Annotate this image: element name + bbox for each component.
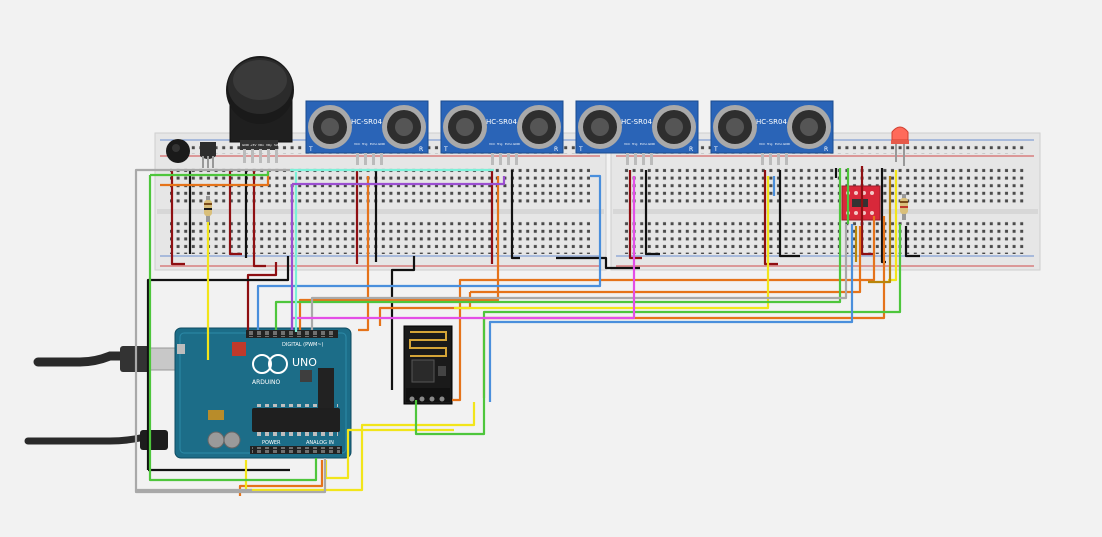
sensor3-pin-echo: Echo [640, 142, 647, 146]
joystick-pin-vrx: VRx [258, 143, 264, 147]
sensor-t-label: T [443, 146, 448, 153]
sensor3-pin-vcc: VCC [624, 142, 630, 146]
sensor1-pin-gnd: GND [378, 142, 386, 146]
usb-cable [33, 346, 181, 372]
breadboard-right [610, 132, 1041, 271]
sensor-model-label: HC-SR04 [351, 118, 382, 126]
joystick-pin-5v: +5V [250, 143, 257, 147]
joystick-pin-gnd: GND [242, 143, 250, 147]
sensor3-pin-gnd: GND [648, 142, 656, 146]
joystick-pin-vry: VRy [266, 143, 272, 147]
joystick-module [226, 56, 294, 163]
arduino-power-label: POWER [262, 440, 281, 446]
ultrasonic-sensor-3: HC-SR04 T R [575, 100, 699, 165]
wires [134, 166, 920, 496]
sensor-model-label: HC-SR04 [756, 118, 787, 126]
sensor2-pin-echo: Echo [505, 142, 512, 146]
sensor-r-label: R [689, 146, 693, 153]
arduino-brand: ARDUINO [252, 379, 281, 386]
resistor-left [204, 196, 212, 222]
sensor4-pin-gnd: GND [783, 142, 791, 146]
arduino-digital-label: DIGITAL (PWM~) [282, 342, 324, 348]
esp8266-module [403, 325, 453, 405]
sensor-t-label: T [578, 146, 583, 153]
sensor1-pin-vcc: VCC [354, 142, 360, 146]
sensor-t-label: T [308, 146, 313, 153]
arduino-logo: UNO [292, 356, 317, 369]
sensor4-pin-trig: Trig [766, 142, 772, 146]
joystick-pin-sw: SW [274, 143, 279, 147]
sensor2-pin-trig: Trig [496, 142, 502, 146]
arduino-uno: UNO ARDUINO DIGITAL (PWM~) POWER ANALOG … [174, 327, 352, 459]
sensor-model-label: HC-SR04 [486, 118, 517, 126]
transistor [200, 142, 216, 168]
sensor2-pin-vcc: VCC [489, 142, 495, 146]
red-led [891, 126, 909, 166]
sensor-model-label: HC-SR04 [621, 118, 652, 126]
sensor-r-label: R [419, 146, 423, 153]
sensor-pin-labels: VCC Trig Echo GND VCC Trig Echo GND VCC … [354, 142, 791, 146]
sensor1-pin-echo: Echo [370, 142, 377, 146]
sensor2-pin-gnd: GND [513, 142, 521, 146]
resistor-right [900, 194, 908, 220]
sensor-r-label: R [554, 146, 558, 153]
sensor4-pin-vcc: VCC [759, 142, 765, 146]
ultrasonic-sensor-2: HC-SR04 T R [440, 100, 564, 165]
arduino-analog-label: ANALOG IN [306, 440, 334, 446]
sensor-r-label: R [824, 146, 828, 153]
sensor3-pin-trig: Trig [631, 142, 637, 146]
sensor-t-label: T [713, 146, 718, 153]
buzzer [166, 139, 190, 163]
sensor1-pin-trig: Trig [361, 142, 367, 146]
joystick-pin-labels: GND +5V VRx VRy SW [242, 143, 279, 147]
ultrasonic-sensor-4: HC-SR04 T R [710, 100, 834, 165]
sensor4-pin-echo: Echo [775, 142, 782, 146]
ultrasonic-sensor-1: HC-SR04 T R [305, 100, 429, 165]
